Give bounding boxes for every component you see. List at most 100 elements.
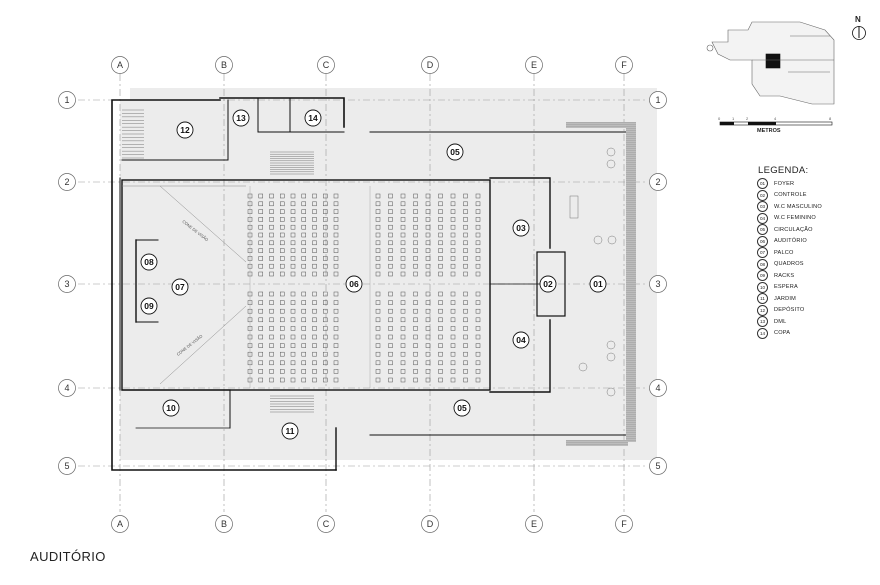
seat [475,326,481,331]
seat [280,209,285,214]
grid-bubble-col-B-bottom: B [215,515,233,533]
seat [400,334,406,340]
seat [475,217,481,222]
grid-row-label: 2 [64,177,69,187]
scale-tick-2: 2 [746,116,749,121]
site-shading [120,88,657,460]
seat [463,334,468,340]
grid-col-label: A [117,519,123,529]
scale-tick-1: 1 [732,116,735,121]
seat [450,271,456,277]
seat [425,291,431,297]
grid-row-label: 1 [655,95,660,105]
seat [333,343,339,348]
seat [413,343,418,348]
legend-item-label: RACKS [774,272,795,279]
seat [280,308,285,314]
north-label: N [855,15,861,24]
seat [425,263,431,269]
seat [463,326,468,331]
seat [400,343,406,348]
seat [388,193,393,199]
foyer-furniture [569,147,617,397]
seat [312,232,317,238]
seat [312,360,317,366]
seat [333,369,339,374]
seat [450,201,456,207]
grid-bubble-row-4-right: 4 [649,379,667,397]
seat [323,343,328,348]
seat [312,201,317,207]
seat [463,377,468,383]
seat [301,377,306,383]
seat [475,193,481,199]
seat [413,224,418,230]
seat [301,217,306,222]
seat [333,240,339,246]
seat [425,308,431,314]
seat [258,326,263,331]
seat [301,232,306,238]
seat [269,209,274,214]
legend-item-label: AUDITÓRIO [774,238,807,245]
room-number: 05 [457,403,467,413]
seat [475,240,481,246]
seat [475,232,481,238]
seat [290,369,296,374]
seat [475,343,481,348]
seat [290,360,296,366]
room-label-09: 09 [140,297,158,315]
grid-col-label: B [221,60,227,70]
legend-item-label: CIRCULAÇÃO [774,226,813,233]
seat [413,240,418,246]
seat [413,232,418,238]
seat [280,300,285,305]
seat [269,271,274,277]
seat [333,291,339,297]
seat [438,256,443,261]
seat [463,271,468,277]
seat [312,351,317,357]
seat [388,334,393,340]
seat [388,263,393,269]
seat [269,317,274,323]
seat [475,248,481,253]
seat [301,351,306,357]
seat [301,300,306,305]
seat [475,201,481,207]
seat [425,224,431,230]
seat [323,291,328,297]
seat [463,360,468,366]
facade-hatching [566,122,636,446]
grid-col-label: D [427,519,434,529]
seat [475,300,481,305]
seat [450,291,456,297]
seat [333,326,339,331]
seat [290,377,296,383]
seat [463,240,468,246]
seat [290,217,296,222]
seat [290,300,296,305]
seat [475,317,481,323]
grid-row-label: 4 [64,383,69,393]
seat [269,201,274,207]
legend-item-label: W.C FEMININO [774,215,816,222]
grid-col-label: A [117,60,123,70]
seat [375,217,381,222]
seat [333,217,339,222]
room-number: 10 [166,403,176,413]
seat [323,256,328,261]
seat [450,351,456,357]
grid-bubble-col-D-top: D [421,56,439,74]
seat [280,377,285,383]
seat [301,271,306,277]
seat [258,291,263,297]
seat [258,248,263,253]
seat [450,193,456,199]
key-plan [706,21,835,105]
room-number: 09 [144,301,154,311]
legend-item-label: COPA [774,330,791,337]
scale-unit: METROS [757,128,781,134]
